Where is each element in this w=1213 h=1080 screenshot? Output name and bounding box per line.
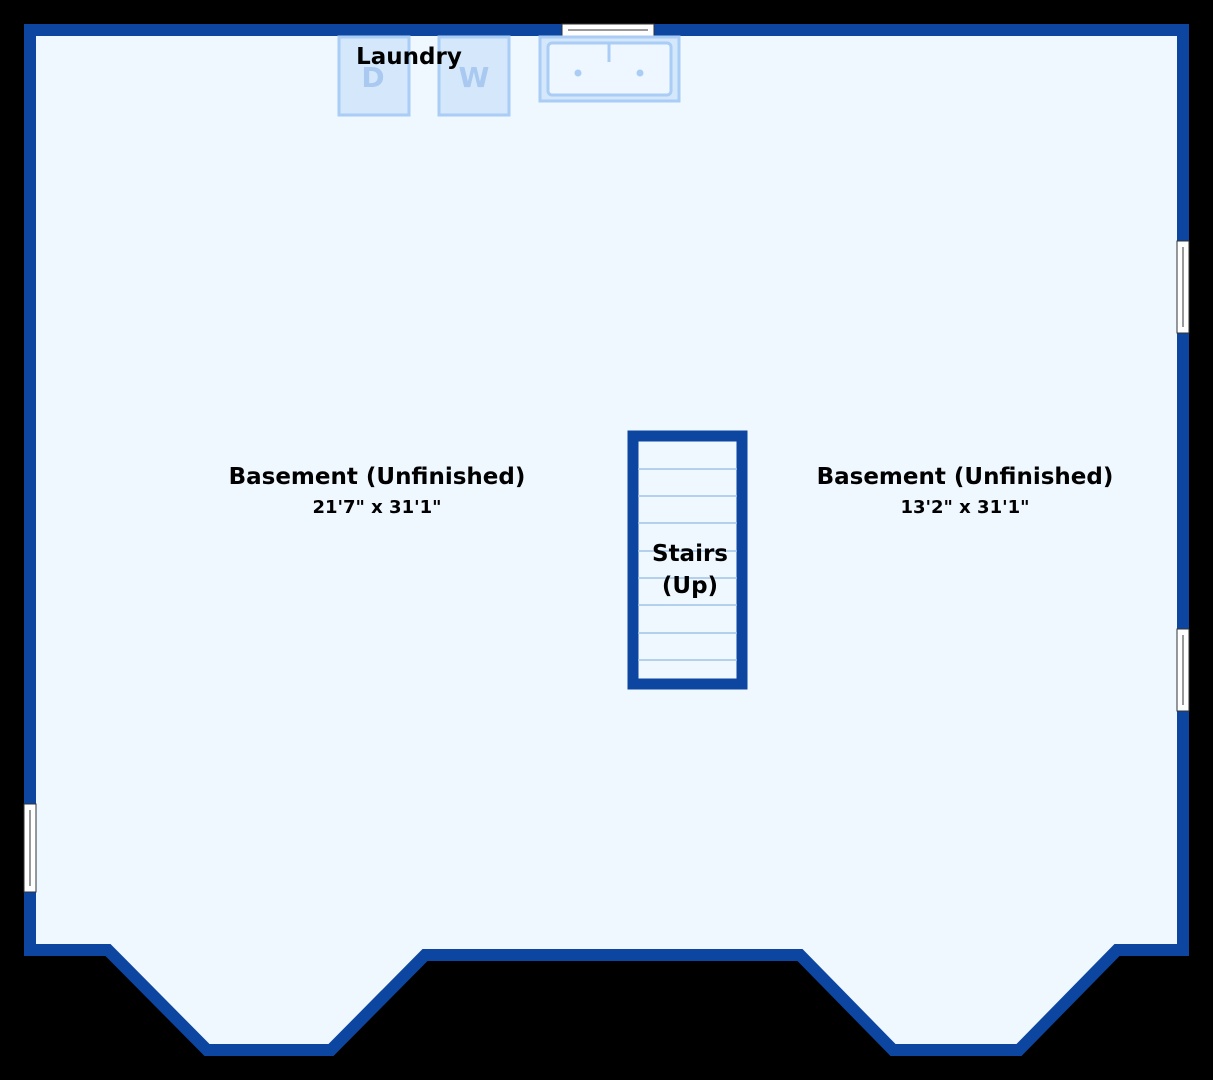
exterior-walls <box>24 24 1189 1056</box>
stairs-label-line1: Stairs <box>652 541 728 567</box>
room-left-dimensions: 21'7" x 31'1" <box>312 497 441 518</box>
utility-sink <box>538 35 681 103</box>
window-left <box>23 803 37 893</box>
washer: W <box>437 35 511 117</box>
stairs: Stairs (Up) <box>627 430 748 690</box>
window-top <box>561 23 655 37</box>
window-right-lower <box>1176 628 1190 712</box>
washer-letter: W <box>459 61 490 94</box>
room-right-name: Basement (Unfinished) <box>817 464 1114 490</box>
room-left-name: Basement (Unfinished) <box>229 464 526 490</box>
dryer-letter: D <box>361 61 384 94</box>
stairs-label-line2: (Up) <box>662 573 718 599</box>
window-right-upper <box>1176 240 1190 334</box>
room-right-dimensions: 13'2" x 31'1" <box>900 497 1029 518</box>
dryer: D <box>337 35 411 117</box>
laundry-label: Laundry <box>356 44 462 70</box>
